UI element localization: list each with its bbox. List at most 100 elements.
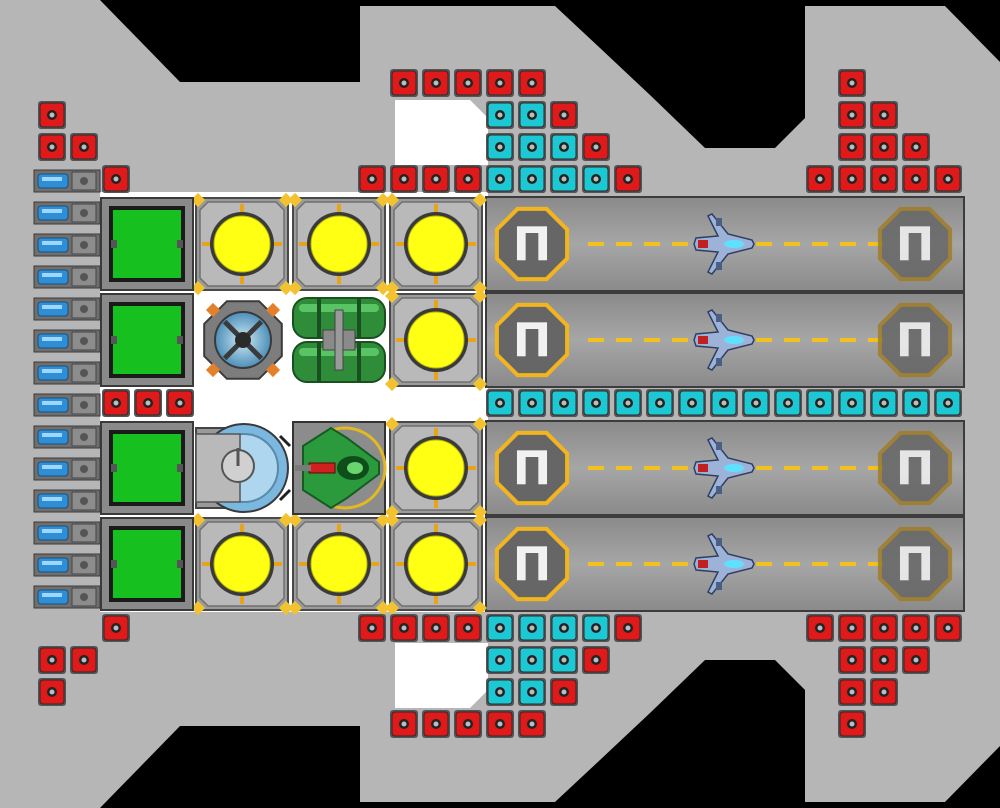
red-armor-block[interactable] (518, 69, 546, 97)
red-armor-block[interactable] (838, 678, 866, 706)
red-armor-block[interactable] (134, 389, 162, 417)
red-armor-block[interactable] (870, 101, 898, 129)
red-armor-block[interactable] (390, 165, 418, 193)
cyan-armor-block[interactable] (646, 389, 674, 417)
cyan-armor-block[interactable] (710, 389, 738, 417)
red-armor-block[interactable] (454, 69, 482, 97)
reactor-core[interactable] (384, 512, 488, 616)
thruster[interactable] (33, 489, 101, 513)
red-armor-block[interactable] (38, 646, 66, 674)
cyan-armor-block[interactable] (486, 101, 514, 129)
reactor-core[interactable] (287, 512, 391, 616)
landing-pad[interactable]: Π (877, 430, 953, 506)
cyan-armor-block[interactable] (486, 165, 514, 193)
red-armor-block[interactable] (838, 710, 866, 738)
thruster[interactable] (33, 233, 101, 257)
red-armor-block[interactable] (70, 646, 98, 674)
red-armor-block[interactable] (422, 69, 450, 97)
shield-generator[interactable] (203, 300, 283, 380)
red-armor-block[interactable] (358, 614, 386, 642)
landing-pad[interactable]: Π (494, 526, 570, 602)
red-armor-block[interactable] (870, 133, 898, 161)
red-armor-block[interactable] (934, 165, 962, 193)
cyan-armor-block[interactable] (518, 389, 546, 417)
red-armor-block[interactable] (454, 165, 482, 193)
red-armor-block[interactable] (390, 69, 418, 97)
thruster[interactable] (33, 553, 101, 577)
cyan-armor-block[interactable] (934, 389, 962, 417)
red-armor-block[interactable] (454, 614, 482, 642)
red-armor-block[interactable] (422, 710, 450, 738)
cyan-armor-block[interactable] (838, 389, 866, 417)
red-armor-block[interactable] (934, 614, 962, 642)
red-armor-block[interactable] (102, 165, 130, 193)
red-armor-block[interactable] (102, 614, 130, 642)
red-armor-block[interactable] (614, 165, 642, 193)
cyan-armor-block[interactable] (518, 678, 546, 706)
cyan-armor-block[interactable] (870, 389, 898, 417)
thruster[interactable] (33, 265, 101, 289)
cyan-armor-block[interactable] (518, 646, 546, 674)
thruster[interactable] (33, 329, 101, 353)
thruster[interactable] (33, 425, 101, 449)
battery-module[interactable] (100, 197, 194, 291)
red-armor-block[interactable] (902, 165, 930, 193)
fighter-icon[interactable] (693, 213, 755, 275)
cyan-armor-block[interactable] (518, 165, 546, 193)
landing-pad[interactable]: Π (877, 206, 953, 282)
thruster[interactable] (33, 457, 101, 481)
cyan-armor-block[interactable] (550, 614, 578, 642)
red-armor-block[interactable] (102, 389, 130, 417)
reactor-core[interactable] (384, 416, 488, 520)
cyan-armor-block[interactable] (806, 389, 834, 417)
red-armor-block[interactable] (422, 165, 450, 193)
landing-pad[interactable]: Π (494, 302, 570, 378)
reactor-core[interactable] (384, 192, 488, 296)
red-armor-block[interactable] (166, 389, 194, 417)
red-armor-block[interactable] (870, 165, 898, 193)
red-armor-block[interactable] (422, 614, 450, 642)
cyan-armor-block[interactable] (486, 614, 514, 642)
sensor-dish[interactable] (195, 423, 292, 513)
cyan-armor-block[interactable] (486, 646, 514, 674)
battery-module[interactable] (100, 293, 194, 387)
red-armor-block[interactable] (838, 133, 866, 161)
fighter-icon[interactable] (693, 533, 755, 595)
cyan-armor-block[interactable] (550, 133, 578, 161)
cyan-armor-block[interactable] (678, 389, 706, 417)
cyan-armor-block[interactable] (902, 389, 930, 417)
red-armor-block[interactable] (390, 710, 418, 738)
reactor-core[interactable] (190, 192, 294, 296)
fighter-icon[interactable] (693, 437, 755, 499)
red-armor-block[interactable] (806, 614, 834, 642)
red-armor-block[interactable] (582, 133, 610, 161)
red-armor-block[interactable] (902, 614, 930, 642)
cyan-armor-block[interactable] (582, 165, 610, 193)
cyan-armor-block[interactable] (550, 389, 578, 417)
red-armor-block[interactable] (38, 678, 66, 706)
red-armor-block[interactable] (550, 678, 578, 706)
red-armor-block[interactable] (38, 133, 66, 161)
cyan-armor-block[interactable] (582, 614, 610, 642)
red-armor-block[interactable] (838, 614, 866, 642)
red-armor-block[interactable] (838, 165, 866, 193)
red-armor-block[interactable] (486, 69, 514, 97)
battery-module[interactable] (100, 421, 194, 515)
landing-pad[interactable]: Π (877, 526, 953, 602)
cyan-armor-block[interactable] (774, 389, 802, 417)
thruster[interactable] (33, 361, 101, 385)
cyan-armor-block[interactable] (550, 646, 578, 674)
red-armor-block[interactable] (838, 646, 866, 674)
red-armor-block[interactable] (518, 710, 546, 738)
red-armor-block[interactable] (486, 710, 514, 738)
red-armor-block[interactable] (454, 710, 482, 738)
cyan-armor-block[interactable] (518, 101, 546, 129)
red-armor-block[interactable] (902, 133, 930, 161)
red-armor-block[interactable] (870, 614, 898, 642)
cyan-armor-block[interactable] (742, 389, 770, 417)
thruster[interactable] (33, 297, 101, 321)
